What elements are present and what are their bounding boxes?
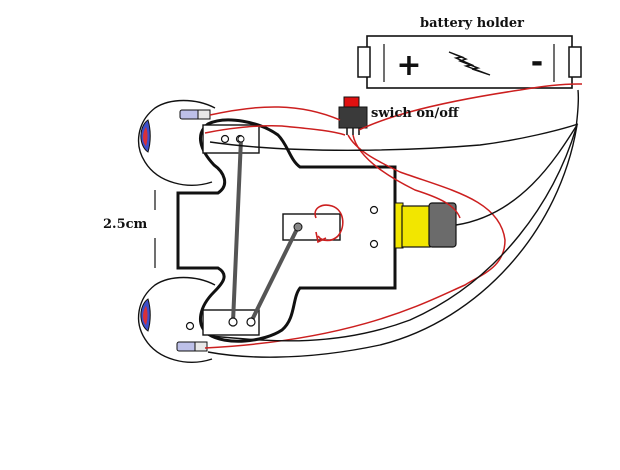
switch	[338, 96, 368, 135]
battery-holder-label: battery holder	[420, 16, 524, 31]
lightning-bolt-icon	[448, 51, 491, 76]
minus-sign: -	[531, 45, 543, 80]
red-wires	[204, 83, 583, 349]
chassis-rods	[231, 137, 300, 324]
rotation-arrow	[314, 204, 344, 244]
battery-holder: + -	[357, 35, 582, 89]
motor	[394, 202, 457, 249]
plus-sign: +	[396, 48, 421, 83]
switch-label: swich on/off	[371, 106, 459, 121]
black-wires	[207, 89, 580, 358]
mount-plate-top	[202, 124, 260, 154]
dimension-label: 2.5cm	[103, 217, 148, 232]
led-top	[138, 99, 216, 186]
led-bottom	[138, 276, 216, 363]
